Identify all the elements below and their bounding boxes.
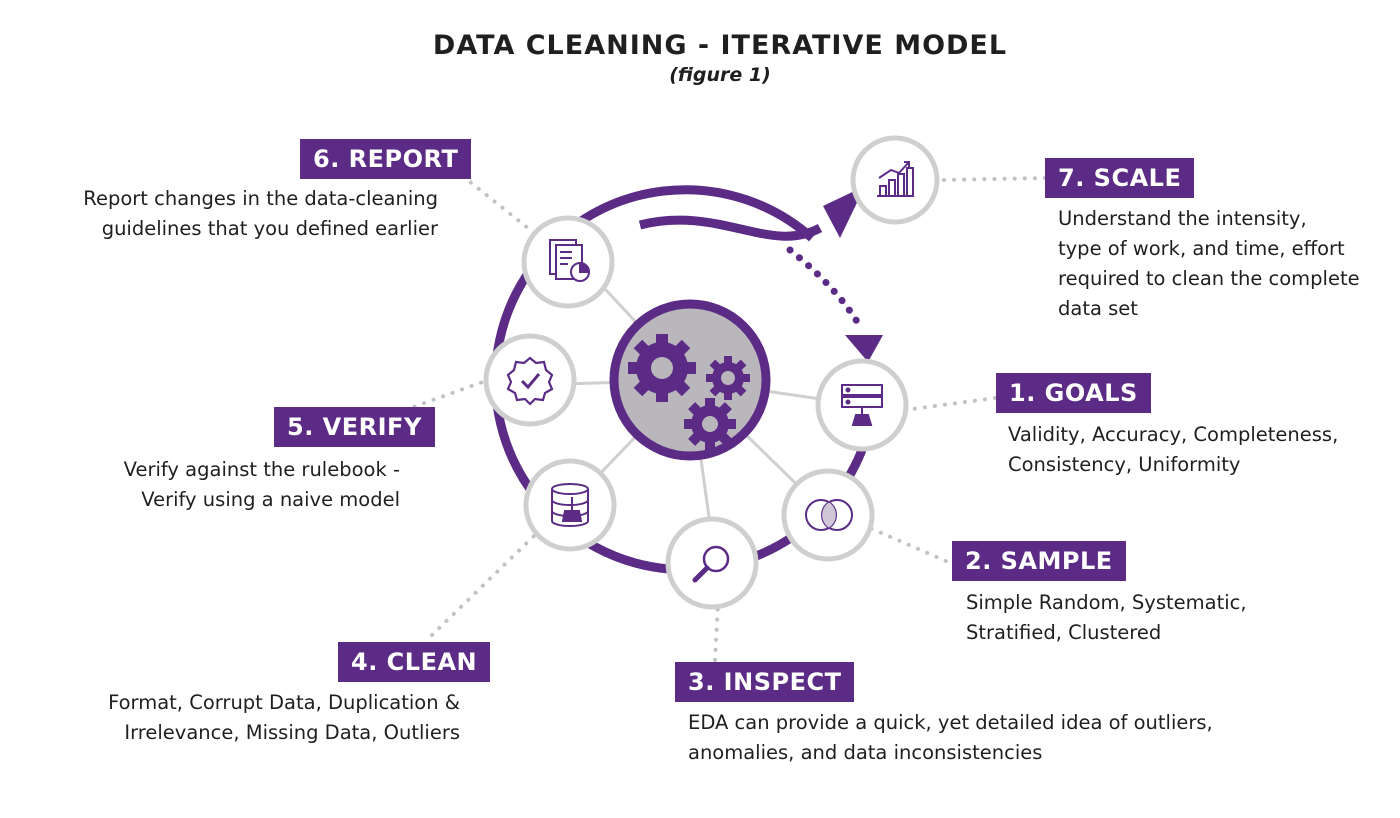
leader-goals — [903, 396, 997, 412]
desc-scale-line-2: type of work, and time, effort — [1058, 237, 1345, 260]
tag-verify: 5. VERIFY — [274, 407, 435, 447]
leader-report — [453, 168, 550, 246]
leader-inspect — [713, 602, 720, 662]
desc-sample-line-2: Stratified, Clustered — [966, 621, 1162, 644]
data-cleaning-brush-icon — [841, 384, 883, 426]
node-clean — [523, 458, 617, 552]
desc-scale: Understand the intensity, type of work, … — [1058, 204, 1360, 324]
verified-badge-icon — [506, 356, 554, 406]
report-document-icon — [549, 239, 591, 282]
tag-sample: 2. SAMPLE — [952, 541, 1126, 581]
desc-verify-line-2: Verify using a naive model — [141, 488, 400, 511]
diagram-title: DATA CLEANING - ITERATIVE MODEL — [432, 30, 1008, 61]
node-inspect — [665, 516, 759, 610]
desc-scale-line-1: Understand the intensity, — [1058, 207, 1307, 230]
scale-arrow-head — [823, 186, 865, 238]
desc-verify-line-1: Verify against the rulebook - — [123, 458, 400, 481]
desc-verify: Verify against the rulebook - Verify usi… — [124, 455, 400, 515]
node-goals — [815, 358, 909, 452]
desc-goals-line-2: Consistency, Uniformity — [1008, 453, 1241, 476]
return-arrow-head — [845, 335, 883, 362]
desc-report: Report changes in the data-cleaning guid… — [83, 184, 438, 244]
leader-lines — [403, 168, 1047, 662]
desc-report-line-2: guidelines that you defined earlier — [101, 217, 438, 240]
tag-inspect: 3. INSPECT — [675, 662, 855, 702]
gears-icon — [628, 334, 750, 450]
venn-circles-icon — [805, 499, 853, 531]
database-brush-icon — [551, 483, 589, 527]
desc-scale-line-3: required to clean the complete — [1058, 267, 1360, 290]
diagram-subtitle: (figure 1) — [669, 64, 771, 86]
desc-inspect: EDA can provide a quick, yet detailed id… — [688, 708, 1213, 768]
desc-clean: Format, Corrupt Data, Duplication & Irre… — [108, 688, 460, 748]
desc-sample: Simple Random, Systematic, Stratified, C… — [966, 588, 1247, 648]
node-scale — [850, 135, 940, 225]
growth-chart-icon — [877, 161, 914, 197]
desc-goals: Validity, Accuracy, Completeness, Consis… — [1008, 420, 1338, 480]
tag-goals: 1. GOALS — [996, 373, 1151, 413]
desc-clean-line-1: Format, Corrupt Data, Duplication & — [108, 691, 460, 714]
desc-goals-line-1: Validity, Accuracy, Completeness, — [1008, 423, 1339, 446]
desc-sample-line-1: Simple Random, Systematic, — [966, 591, 1247, 614]
scale-arrow — [638, 215, 823, 241]
desc-scale-line-4: data set — [1058, 297, 1138, 320]
tag-clean: 4. CLEAN — [338, 642, 491, 682]
desc-inspect-line-2: anomalies, and data inconsistencies — [688, 741, 1043, 764]
tag-scale: 7. SCALE — [1045, 158, 1195, 198]
node-verify — [483, 333, 577, 427]
desc-report-line-1: Report changes in the data-cleaning — [83, 187, 438, 210]
leader-scale — [938, 176, 1047, 182]
tag-report: 6. REPORT — [300, 139, 472, 179]
magnifier-icon — [692, 545, 730, 583]
desc-clean-line-2: Irrelevance, Missing Data, Outliers — [124, 721, 460, 744]
leader-sample — [868, 526, 957, 567]
node-sample — [781, 468, 875, 562]
return-arrow — [786, 246, 866, 334]
leader-clean — [430, 533, 537, 637]
node-report — [521, 215, 615, 309]
central-hub — [609, 299, 771, 461]
leader-verify — [403, 378, 490, 412]
desc-inspect-line-1: EDA can provide a quick, yet detailed id… — [688, 711, 1213, 734]
